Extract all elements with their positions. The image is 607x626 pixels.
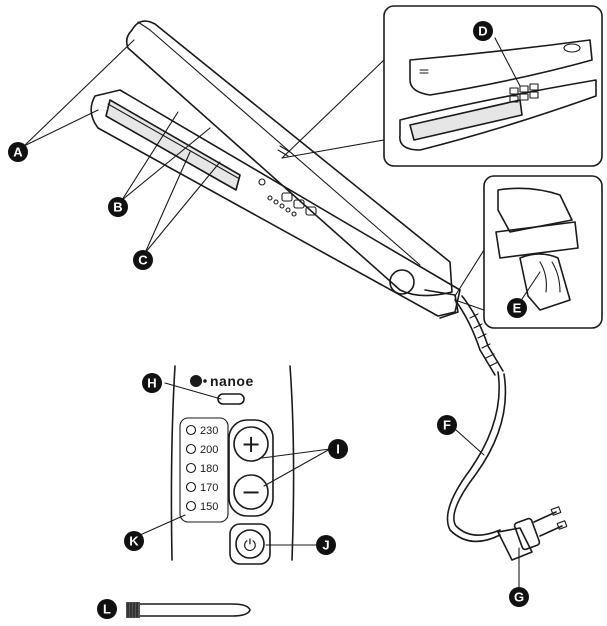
svg-text:K: K xyxy=(129,534,139,549)
svg-text:E: E xyxy=(513,301,522,316)
callout-b: B xyxy=(108,197,128,217)
cleaning-brush xyxy=(126,602,251,618)
temp-label-200: 200 xyxy=(200,444,218,456)
callout-i: I xyxy=(328,439,348,459)
callout-l: L xyxy=(97,599,117,619)
leader-lines xyxy=(23,39,520,591)
callout-j: J xyxy=(316,535,336,555)
callout-g: G xyxy=(509,587,529,607)
temp-label-180: 180 xyxy=(200,463,218,475)
callout-f: F xyxy=(437,415,457,435)
straightener-body xyxy=(90,20,461,319)
callout-d: D xyxy=(473,21,493,41)
svg-text:I: I xyxy=(336,442,340,457)
temperature-indicators: 230 200 180 170 150 xyxy=(185,424,218,513)
power-icon: ⏻ xyxy=(244,536,257,555)
minus-icon: − xyxy=(241,478,261,506)
temp-lamp-180 xyxy=(185,462,197,474)
temp-lamp-200 xyxy=(185,443,197,455)
nanoe-indicator-lamp xyxy=(217,393,245,405)
svg-text:A: A xyxy=(13,145,23,160)
svg-text:F: F xyxy=(443,418,451,433)
temp-label-150: 150 xyxy=(200,501,218,513)
svg-text:L: L xyxy=(103,602,111,617)
callout-e: E xyxy=(507,298,527,318)
svg-text:D: D xyxy=(478,24,487,39)
callout-h: H xyxy=(142,373,162,393)
temp-lamp-150 xyxy=(185,500,197,512)
callout-a: A xyxy=(8,142,28,162)
vent-grille xyxy=(509,83,539,103)
svg-text:G: G xyxy=(514,590,524,605)
svg-text:H: H xyxy=(147,376,156,391)
svg-text:B: B xyxy=(113,200,122,215)
power-cord xyxy=(446,295,507,543)
temp-lamp-170 xyxy=(185,481,197,493)
temp-lamp-230 xyxy=(185,424,197,436)
power-plug xyxy=(497,506,568,561)
temp-up-button[interactable] xyxy=(233,426,269,462)
brand-label: nanoe xyxy=(210,373,254,389)
callout-c: C xyxy=(133,250,153,270)
temp-label-170: 170 xyxy=(200,482,218,494)
plus-icon: + xyxy=(241,430,261,458)
callout-k: K xyxy=(124,531,144,551)
inset-e xyxy=(454,175,603,329)
power-button[interactable] xyxy=(235,529,265,559)
svg-text:J: J xyxy=(322,538,329,553)
temp-label-230: 230 xyxy=(200,425,218,437)
side-controls xyxy=(258,178,317,217)
control-panel: nanoe 230 200 180 170 150 + − ⏻ xyxy=(170,365,295,565)
nanoe-logo-icon xyxy=(190,375,202,387)
temp-down-button[interactable] xyxy=(233,474,269,510)
svg-text:C: C xyxy=(138,253,148,268)
inset-d xyxy=(281,5,603,167)
